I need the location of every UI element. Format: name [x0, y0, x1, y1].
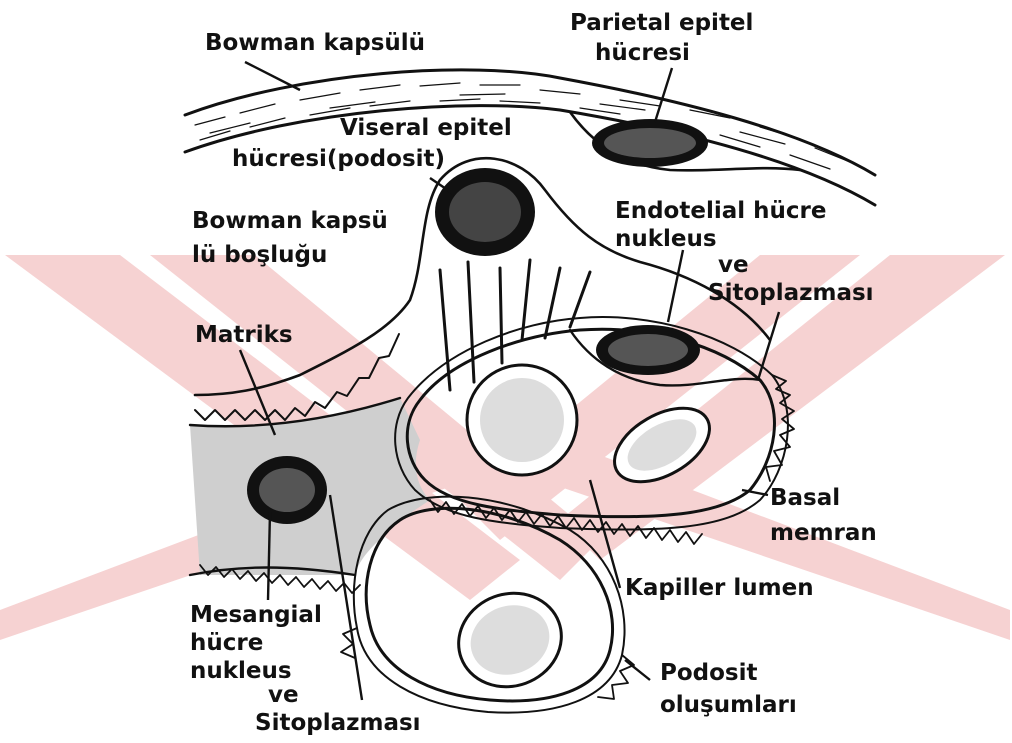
label-mesangial-line3: nukleus	[190, 658, 292, 684]
parietal-epithelial-cell	[570, 112, 800, 170]
label-endothelial-line1: Endotelial hücre	[615, 198, 826, 224]
label-bowman-space-line2: lü boşluğu	[192, 242, 327, 268]
label-parietal-line1: Parietal epitel	[570, 10, 753, 36]
label-basal-line2: memran	[770, 520, 877, 546]
label-mesangial-line4: ve	[268, 682, 299, 708]
label-podocyte-line1: Podosit	[660, 660, 758, 686]
mesangial-matrix	[190, 398, 430, 575]
label-basal-line1: Basal	[770, 485, 840, 511]
label-mesangial-line1: Mesangial	[190, 602, 322, 628]
label-endothelial-line4: Sitoplazması	[708, 280, 874, 306]
label-podocyte-line2: oluşumları	[660, 692, 797, 718]
label-bowman-space-line1: Bowman kapsü	[192, 208, 388, 234]
label-visceral-line1: Viseral epitel	[340, 115, 512, 141]
label-capillary-lumen: Kapiller lumen	[625, 575, 814, 601]
label-matrix: Matriks	[195, 322, 293, 348]
label-endothelial-line2: nukleus	[615, 226, 717, 252]
label-bowman-capsule: Bowman kapsülü	[205, 30, 425, 56]
label-parietal-line2: hücresi	[595, 40, 690, 66]
label-mesangial-line2: hücre	[190, 630, 263, 656]
label-endothelial-line3: ve	[718, 252, 749, 278]
label-mesangial-line5: Sitoplazması	[255, 710, 421, 736]
label-visceral-line2: hücresi(podosit)	[232, 146, 445, 172]
bowman-capsule-wall	[185, 70, 875, 205]
